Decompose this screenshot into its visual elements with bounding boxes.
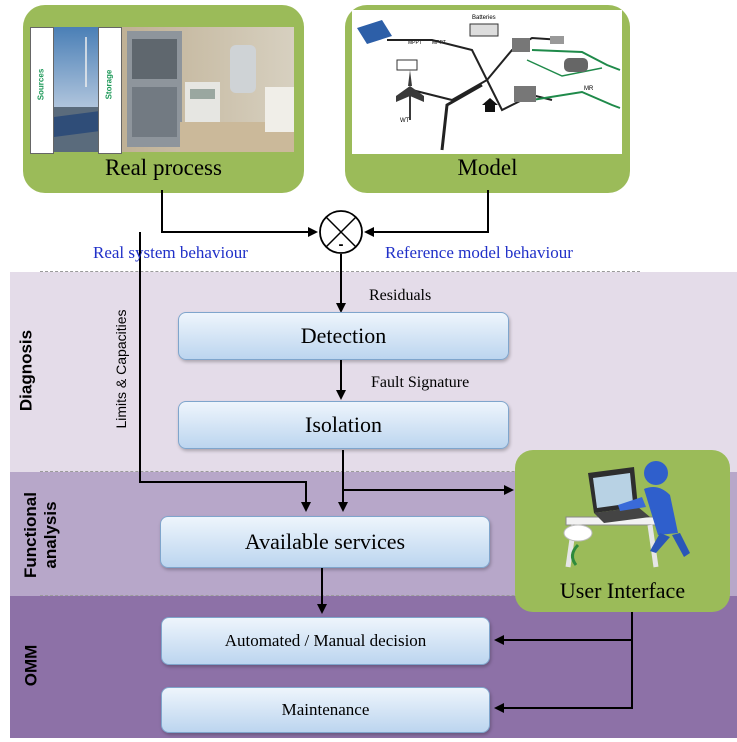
sources-tag: Sources — [30, 27, 54, 154]
limits-capacities-label: Limits & Capacities — [113, 309, 129, 429]
user-interface-label: User Interface — [559, 578, 686, 603]
decision-block: Automated / Manual decision — [161, 617, 490, 665]
detection-block: Detection — [178, 312, 509, 360]
comparator-node: - — [319, 210, 363, 254]
real-behaviour-label: Real system behaviour — [93, 243, 248, 262]
svg-text:WT: WT — [400, 118, 410, 124]
zone-divider — [40, 595, 640, 596]
svg-text:MPPT: MPPT — [408, 40, 422, 46]
available-services-block: Available services — [160, 516, 490, 568]
schematic-image: Batteries MPPT MPPT WT MR — [352, 10, 622, 154]
svg-text:Batteries: Batteries — [472, 15, 496, 21]
model-schematic: Batteries MPPT MPPT WT MR — [352, 10, 622, 154]
svg-text:-: - — [339, 236, 344, 253]
lab-photo-image — [30, 27, 294, 152]
svg-text:MPPT: MPPT — [432, 40, 446, 46]
model-label: Model — [457, 155, 518, 180]
zone-divider — [40, 471, 640, 472]
operator-workstation-icon — [563, 461, 690, 568]
real-process-photo — [30, 27, 294, 152]
real-process-label: Real process — [105, 155, 222, 180]
isolation-block: Isolation — [178, 401, 509, 449]
maintenance-block: Maintenance — [161, 687, 490, 733]
svg-text:MR: MR — [584, 86, 594, 92]
storage-tag: Storage — [98, 27, 122, 154]
fault-signature-label: Fault Signature — [371, 374, 470, 391]
reference-behaviour-label: Reference model behaviour — [385, 243, 573, 262]
residuals-label: Residuals — [369, 287, 432, 304]
